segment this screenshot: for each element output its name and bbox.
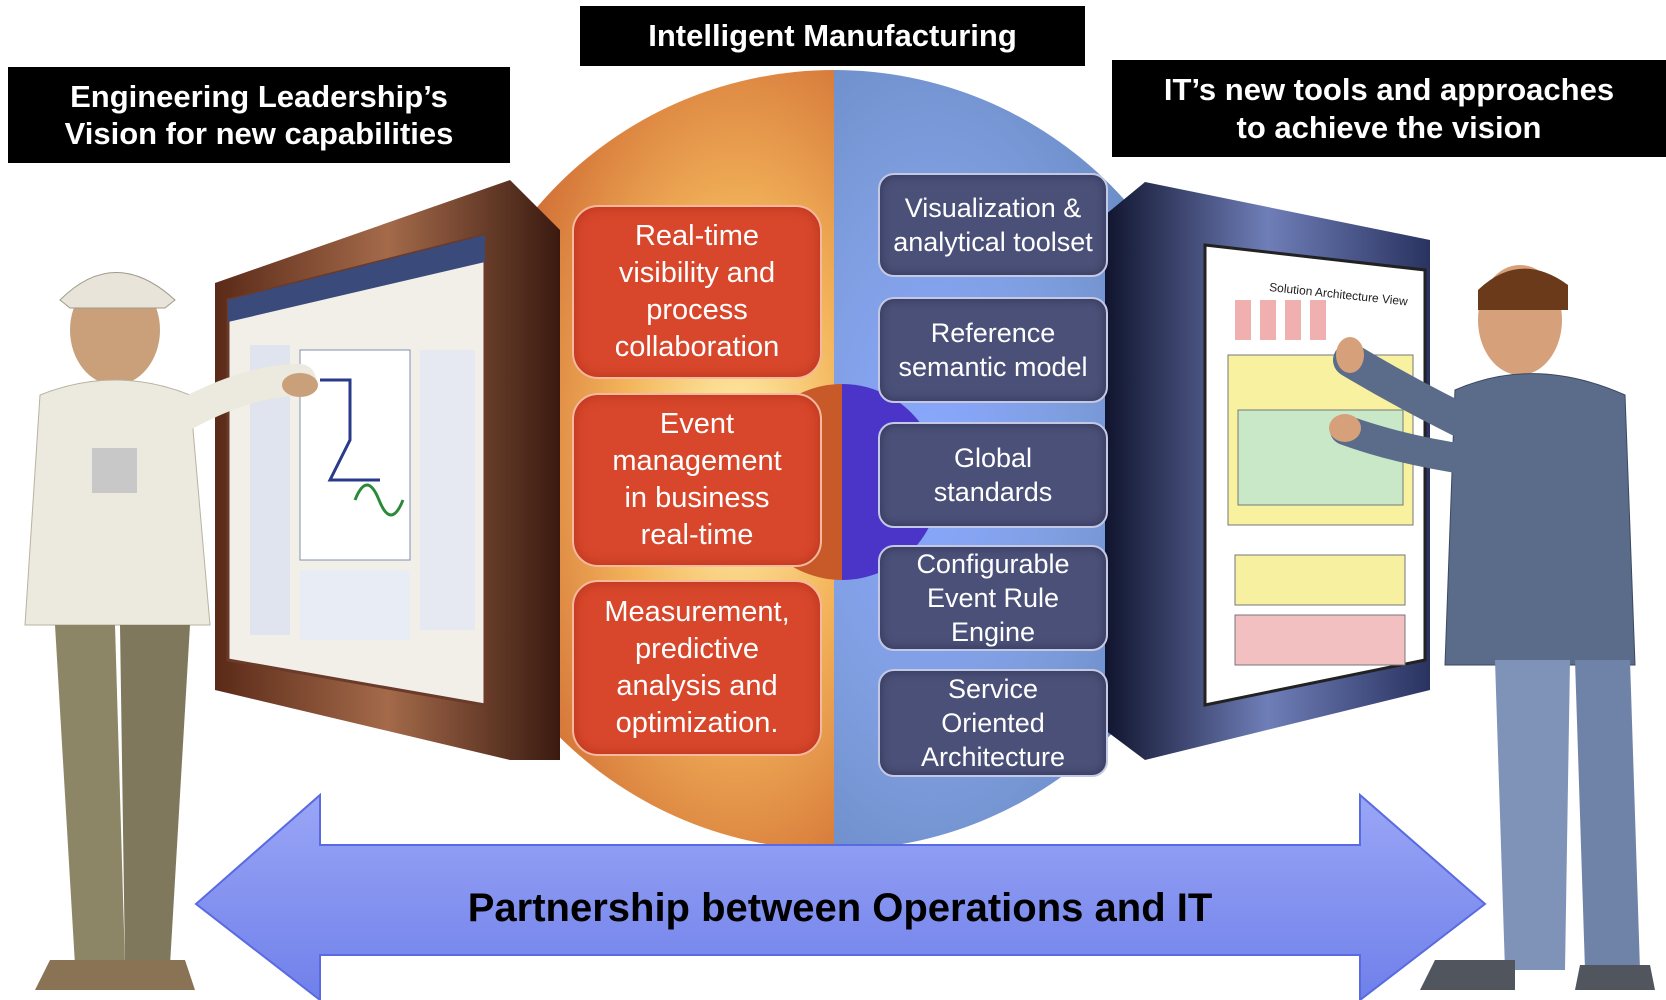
tool-box-visualization: Visualization & analytical toolset [878, 173, 1108, 277]
it-professional-figure [1329, 265, 1655, 990]
partnership-double-arrow [194, 792, 1487, 1000]
tool-line: Architecture [920, 742, 1066, 773]
capability-line: Measurement, [604, 595, 790, 628]
capability-box-measurement: Measurement, predictive analysis and opt… [572, 580, 822, 756]
tool-line: Global [953, 442, 1033, 473]
it-tools-title: IT’s new tools and approaches to achieve… [1112, 60, 1666, 157]
tool-line: Reference [930, 317, 1056, 348]
capability-line: process [646, 294, 748, 326]
tool-box-global-standards: Global standards [878, 422, 1108, 528]
engineering-vision-line-2: Vision for new capabilities [64, 116, 454, 151]
tool-line: Event Rule [926, 582, 1060, 613]
capability-line: real-time [640, 519, 754, 552]
tool-line: standards [933, 477, 1053, 507]
engineering-vision-title: Engineering Leadership’s Vision for new … [8, 67, 510, 163]
tool-box-event-rule-engine: Configurable Event Rule Engine [878, 545, 1108, 651]
capability-line: in business [624, 482, 770, 514]
capability-line: Real-time [634, 219, 760, 252]
capability-line: management [612, 444, 782, 477]
capability-box-event-management: Event management in business real-time [572, 393, 822, 567]
tool-line: Visualization & [904, 192, 1082, 223]
diagram-title: Intelligent Manufacturing [580, 6, 1085, 66]
tool-box-reference-semantic-model: Reference semantic model [878, 297, 1108, 403]
capability-line: collaboration [614, 331, 780, 364]
it-tools-title-line-2: to achieve the vision [1236, 109, 1542, 145]
it-tools-title-line-1: IT’s new tools and approaches [1163, 72, 1615, 108]
capability-line: analysis and [616, 670, 778, 702]
tool-box-soa: Service Oriented Architecture [878, 669, 1108, 777]
capability-box-realtime-visibility: Real-time visibility and process collabo… [572, 205, 822, 379]
capability-line: visibility and [618, 256, 776, 289]
engineering-vision-line-1: Engineering Leadership’s [70, 78, 448, 114]
capability-line: Event [659, 407, 735, 440]
tool-line: Engine [950, 617, 1036, 648]
engineer-figure [24, 272, 318, 990]
diagram-title-text: Intelligent Manufacturing [648, 18, 1017, 54]
tool-line: Configurable [916, 548, 1070, 579]
tool-line: semantic model [898, 352, 1088, 382]
tool-line: Oriented [941, 707, 1045, 738]
tool-line: Service [947, 673, 1039, 704]
tool-line: analytical toolset [893, 227, 1093, 257]
partnership-label: Partnership between Operations and IT [467, 886, 1213, 930]
capability-line: optimization. [615, 707, 779, 740]
capability-line: predictive [634, 632, 760, 665]
